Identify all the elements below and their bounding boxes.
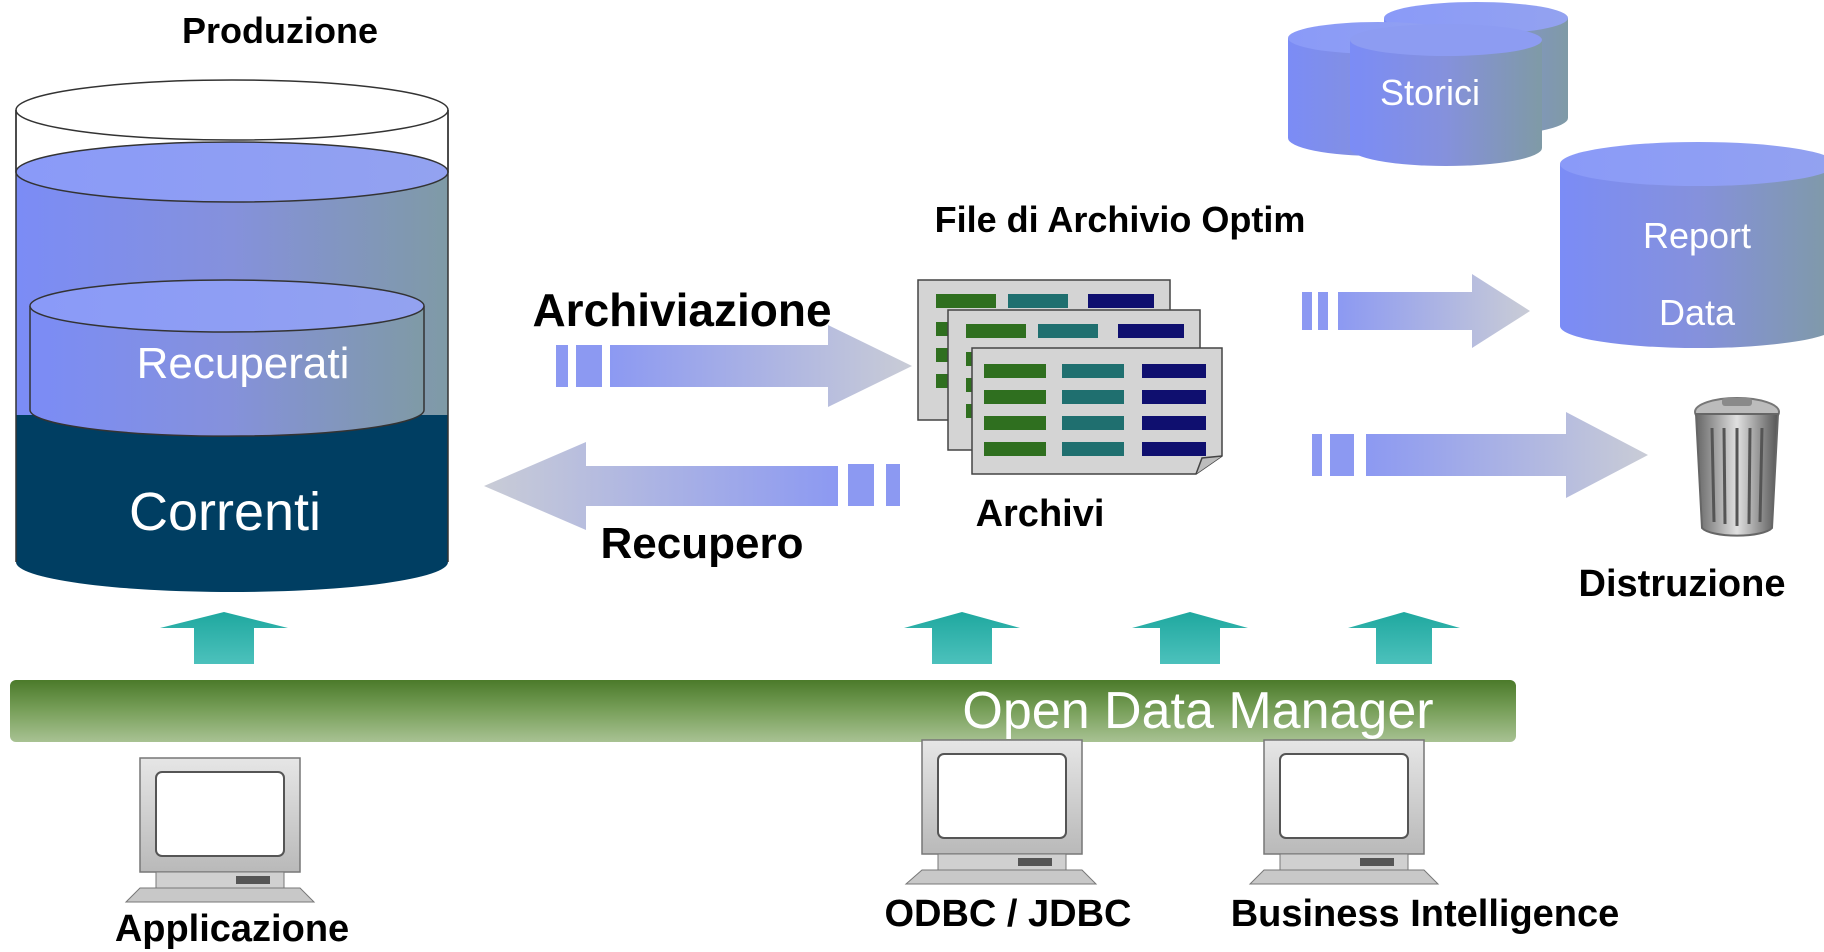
distruzione-label: Distruzione	[1579, 563, 1786, 605]
recupero-label: Recupero	[601, 519, 804, 568]
applicazione-label: Applicazione	[115, 908, 349, 950]
correnti-label: Correnti	[129, 482, 321, 542]
open-data-manager-bar	[10, 680, 1516, 742]
teal-up-arrow-1	[160, 612, 288, 664]
archive-sheet-3	[971, 347, 1223, 475]
recupero-arrow	[484, 442, 900, 530]
production-database-cylinder: Produzione Recuperati Correnti	[15, 10, 449, 592]
archiviazione-arrow	[556, 325, 912, 407]
archiviazione-label: Archiviazione	[532, 284, 831, 336]
produzione-label: Produzione	[182, 10, 378, 51]
open-data-manager-label: Open Data Manager	[962, 682, 1433, 740]
archivi-label: Archivi	[976, 493, 1105, 535]
file-archivio-optim-label: File di Archivio Optim	[935, 199, 1306, 240]
storici-cylinders	[1288, 2, 1568, 166]
odbc-jdbc-label: ODBC / JDBC	[884, 893, 1131, 935]
destruction-arrow	[1312, 412, 1648, 498]
computer-icon	[124, 757, 316, 903]
recuperati-inner-cylinder	[29, 279, 425, 437]
computer-icon	[904, 739, 1098, 885]
recuperati-label: Recuperati	[137, 339, 350, 388]
report-arrow	[1302, 274, 1530, 348]
spreadsheet-document-icon	[917, 279, 1223, 475]
teal-up-arrow-2	[904, 612, 1020, 664]
business-intelligence-label: Business Intelligence	[1231, 893, 1620, 935]
computer-icon	[1248, 739, 1440, 885]
teal-up-arrow-3	[1132, 612, 1248, 664]
data-label: Data	[1659, 292, 1736, 333]
teal-up-arrow-4	[1348, 612, 1460, 664]
storici-label: Storici	[1380, 72, 1480, 113]
trash-can-icon	[1694, 397, 1780, 537]
report-data-cylinder	[1560, 142, 1824, 348]
report-label: Report	[1643, 215, 1751, 256]
